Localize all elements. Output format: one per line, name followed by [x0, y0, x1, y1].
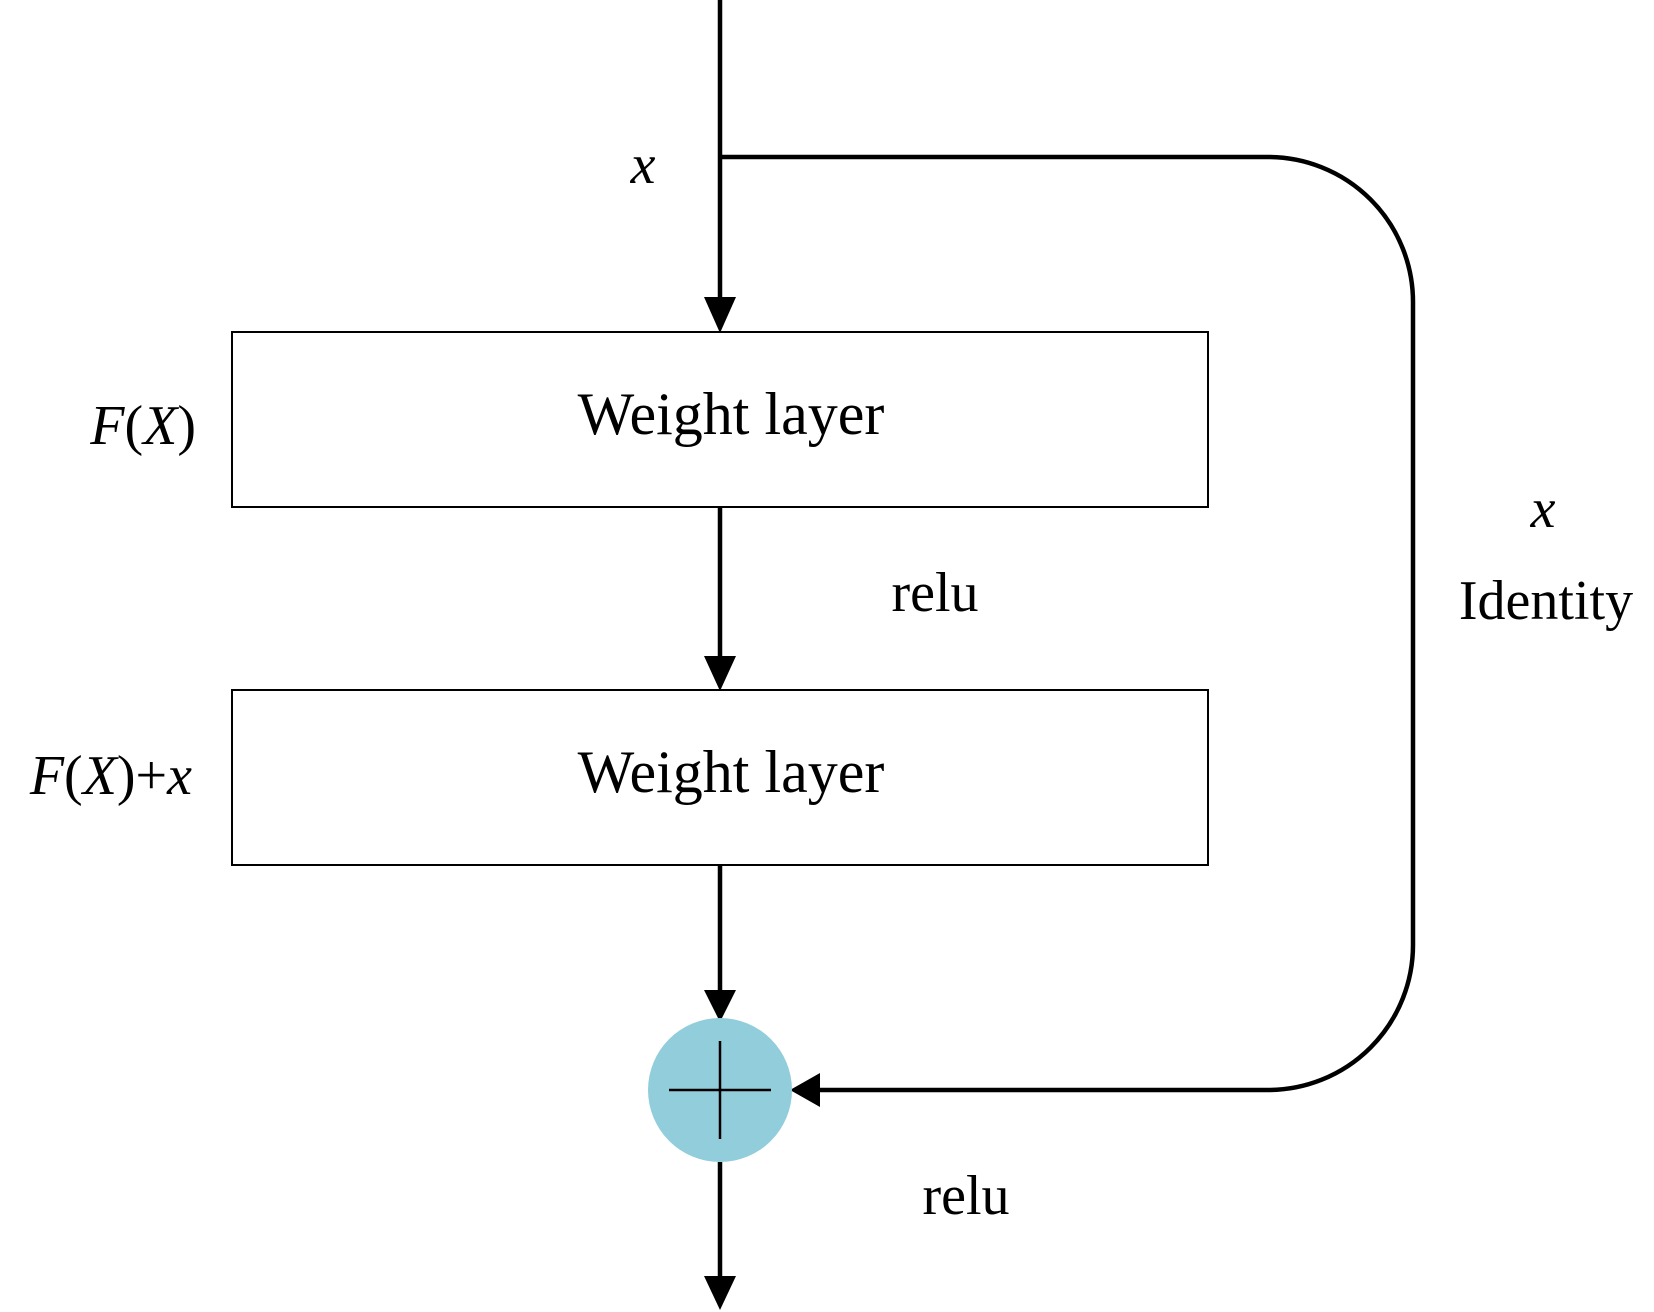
input-arrowhead: [704, 297, 736, 333]
input-x-label: x: [630, 134, 656, 196]
weight-layer-1-label: Weight layer: [578, 381, 885, 447]
layer2-to-add-arrowhead: [704, 990, 736, 1022]
output-arrowhead: [704, 1276, 736, 1310]
relu-bottom-label: relu: [922, 1165, 1009, 1227]
fx-label-open: (: [124, 395, 143, 457]
identity-shortcut-edge: [720, 154, 1416, 1093]
fx-label: F(X): [89, 395, 196, 457]
fxx-label-close: )+: [117, 745, 167, 807]
layer1-to-layer2-arrowhead: [704, 656, 736, 691]
identity-label: Identity: [1459, 570, 1633, 632]
fxx-label-x: X: [81, 745, 120, 807]
identity-arrowhead: [790, 1073, 820, 1107]
fxx-label-f: F: [29, 745, 65, 807]
relu-mid-label: relu: [891, 562, 978, 624]
fx-label-x: X: [141, 395, 180, 457]
identity-x-label: x: [1530, 478, 1556, 540]
fx-label-f: F: [89, 395, 125, 457]
fxx-label-plus-x: x: [166, 745, 192, 807]
weight-layer-2-label: Weight layer: [578, 739, 885, 805]
fxx-label-open: (: [64, 745, 83, 807]
fx-label-close: ): [177, 395, 196, 457]
fx-plus-x-label: F(X)+x: [29, 745, 192, 807]
weight-layer-2-box: [231, 689, 1209, 866]
